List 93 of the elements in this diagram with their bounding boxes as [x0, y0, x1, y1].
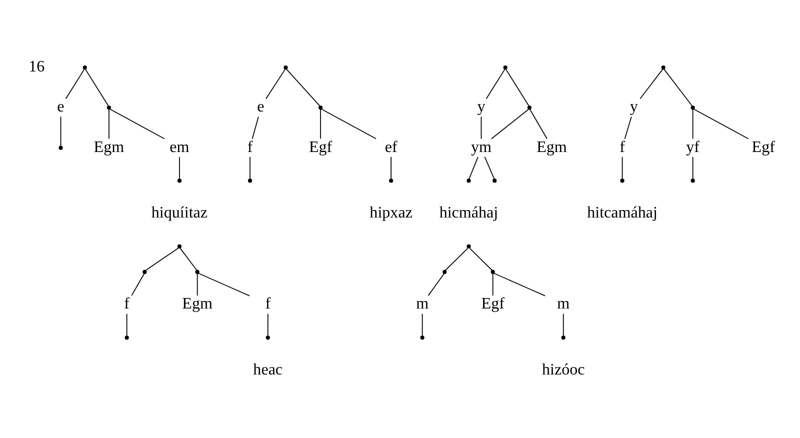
- label: heac: [253, 361, 283, 378]
- node-circle: [442, 270, 447, 274]
- node-circle: [527, 106, 532, 110]
- connector: [640, 68, 664, 100]
- node-circle: [58, 146, 63, 150]
- connector: [468, 156, 478, 180]
- connector: [663, 68, 693, 106]
- node-text: ym: [470, 138, 492, 156]
- connector: [486, 68, 506, 100]
- connector: [390, 156, 392, 180]
- connector: [484, 156, 495, 180]
- node-circle: [492, 178, 497, 183]
- node-text: f: [265, 296, 271, 313]
- connector: [692, 156, 694, 180]
- node-circle: [106, 106, 112, 110]
- node-circle: [177, 244, 182, 248]
- connector: [65, 68, 85, 100]
- connector: [530, 109, 548, 140]
- connector: [126, 313, 128, 336]
- connector: [428, 273, 445, 296]
- connector: [252, 116, 259, 140]
- connector: [492, 273, 494, 296]
- node-text: e: [57, 98, 64, 116]
- node-text: Egm: [536, 138, 567, 156]
- connector: [622, 156, 623, 180]
- node-text: em: [170, 138, 190, 156]
- node-text: Egf: [308, 138, 332, 156]
- node-circle: [661, 65, 666, 70]
- node-text: y: [630, 98, 638, 116]
- connector: [84, 68, 109, 106]
- node-circle: [142, 270, 147, 274]
- node-circle: [690, 106, 695, 110]
- connector: [196, 273, 198, 296]
- node-circle: [420, 336, 424, 340]
- connector: [131, 273, 145, 296]
- node-text: f: [620, 138, 625, 156]
- label: hitcamáhaj: [587, 204, 658, 222]
- node-circle: [266, 336, 270, 340]
- node-circle: [82, 65, 87, 70]
- node-text: f: [247, 138, 253, 156]
- connector: [321, 108, 376, 140]
- connector: [505, 68, 530, 106]
- node-text: m: [416, 296, 429, 313]
- connector: [469, 248, 492, 271]
- connector: [445, 248, 468, 271]
- node-circle: [195, 270, 200, 274]
- node-text: Egf: [481, 296, 504, 313]
- connector: [624, 116, 632, 140]
- node-circle: [284, 65, 288, 70]
- node-text: Egf: [752, 138, 775, 156]
- connector: [179, 156, 180, 180]
- connector: [692, 109, 694, 140]
- node-text: m: [557, 296, 570, 313]
- node-circle: [389, 178, 394, 183]
- connector: [480, 116, 482, 140]
- node-circle: [561, 336, 566, 340]
- connector: [180, 248, 198, 271]
- connector: [108, 109, 110, 140]
- node-circle: [690, 178, 695, 183]
- node-text: Egm: [182, 296, 212, 313]
- label: hicmáhaj: [439, 204, 498, 222]
- node-circle: [124, 336, 129, 340]
- connector: [493, 272, 546, 296]
- node-text: y: [477, 98, 486, 116]
- node-circle: [490, 270, 495, 274]
- connector: [693, 108, 749, 140]
- node-circle: [177, 178, 182, 183]
- node-circle: [248, 178, 252, 183]
- node-circle: [466, 178, 471, 183]
- label: 16: [28, 58, 45, 76]
- label: hipxaz: [370, 204, 412, 222]
- node-circle: [503, 65, 508, 70]
- node-circle: [466, 244, 471, 248]
- label: hiquíitaz: [151, 204, 208, 222]
- node-text: ef: [384, 138, 398, 156]
- connector: [562, 313, 564, 336]
- connector: [145, 247, 180, 271]
- node-text: e: [257, 98, 264, 116]
- node-text: yf: [686, 138, 700, 156]
- node-circle: [318, 106, 323, 110]
- connector: [110, 108, 165, 140]
- node-circle: [620, 178, 624, 183]
- connector: [60, 116, 62, 147]
- node-text: Egm: [94, 138, 124, 156]
- connector: [286, 68, 320, 106]
- connector: [198, 272, 250, 296]
- connector: [490, 108, 530, 140]
- connector: [422, 313, 423, 336]
- label: hizóoc: [542, 361, 585, 378]
- connector: [267, 313, 268, 336]
- connector: [320, 109, 321, 140]
- connector: [266, 68, 286, 100]
- node-text: f: [124, 296, 130, 313]
